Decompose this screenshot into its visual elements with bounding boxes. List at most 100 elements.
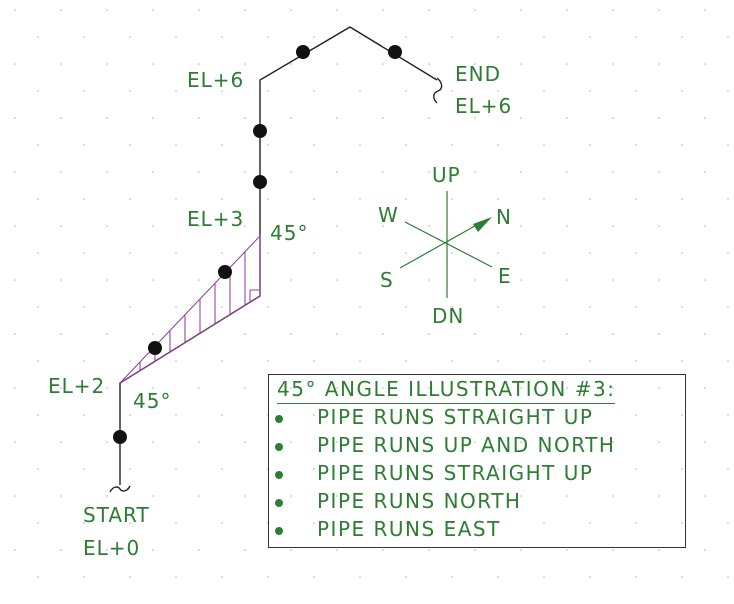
grid-dot	[244, 225, 246, 227]
grid-dot	[451, 522, 453, 524]
grid-dot	[474, 171, 476, 173]
grid-dot	[566, 549, 568, 551]
legend-item: PIPE RUNS STRAIGHT UP	[275, 403, 593, 431]
grid-dot	[566, 333, 568, 335]
grid-dot	[83, 468, 85, 470]
grid-dot	[520, 279, 522, 281]
legend-item: PIPE RUNS NORTH	[275, 487, 521, 515]
grid-dot	[405, 90, 407, 92]
grid-dot	[681, 576, 683, 578]
grid-dot	[14, 387, 16, 389]
grid-dot	[382, 333, 384, 335]
grid-dot	[658, 225, 660, 227]
grid-dot	[152, 495, 154, 497]
grid-dot	[428, 495, 430, 497]
grid-dot	[612, 333, 614, 335]
grid-dot	[175, 576, 177, 578]
grid-dot	[244, 9, 246, 11]
grid-dot	[267, 576, 269, 578]
grid-dot	[313, 90, 315, 92]
grid-dot	[428, 441, 430, 443]
grid-dot	[267, 90, 269, 92]
grid-dot	[612, 9, 614, 11]
grid-dot	[106, 279, 108, 281]
grid-dot	[336, 63, 338, 65]
grid-dot	[543, 468, 545, 470]
grid-dot	[543, 144, 545, 146]
grid-dot	[152, 171, 154, 173]
grid-dot	[451, 144, 453, 146]
grid-dot	[60, 225, 62, 227]
grid-dot	[451, 252, 453, 254]
grid-dot	[129, 468, 131, 470]
grid-dot	[60, 333, 62, 335]
grid-dot	[658, 495, 660, 497]
grid-dot	[727, 468, 729, 470]
grid-dot	[612, 441, 614, 443]
grid-dot	[589, 198, 591, 200]
label-el-plus-6: EL+6	[187, 68, 244, 92]
grid-dot	[106, 63, 108, 65]
grid-dot	[175, 468, 177, 470]
grid-dot	[106, 387, 108, 389]
label-angle-top: 45°	[270, 221, 308, 245]
grid-dot	[290, 441, 292, 443]
grid-dot	[221, 414, 223, 416]
grid-dot	[14, 117, 16, 119]
grid-dot	[175, 414, 177, 416]
grid-dot	[290, 9, 292, 11]
grid-dot	[83, 306, 85, 308]
grid-dot	[359, 36, 361, 38]
grid-dot	[313, 198, 315, 200]
grid-dot	[474, 495, 476, 497]
grid-dot	[497, 576, 499, 578]
legend-item-text: PIPE RUNS EAST	[317, 517, 501, 541]
grid-dot	[336, 117, 338, 119]
grid-dot	[382, 549, 384, 551]
grid-dot	[727, 252, 729, 254]
grid-dot	[152, 117, 154, 119]
grid-dot	[727, 90, 729, 92]
grid-dot	[543, 522, 545, 524]
label-el-plus-2: EL+2	[48, 374, 105, 398]
grid-dot	[359, 252, 361, 254]
grid-dot	[359, 414, 361, 416]
grid-dot	[405, 252, 407, 254]
grid-dot	[543, 576, 545, 578]
label-end: END	[455, 62, 501, 86]
grid-dot	[566, 225, 568, 227]
grid-dot	[290, 387, 292, 389]
weld-dot	[388, 45, 402, 59]
grid-dot	[359, 360, 361, 362]
grid-dot	[497, 144, 499, 146]
legend-item: PIPE RUNS EAST	[275, 515, 501, 543]
grid-dot	[198, 117, 200, 119]
grid-dot	[221, 252, 223, 254]
grid-dot	[451, 576, 453, 578]
grid-dot	[290, 549, 292, 551]
grid-dot	[152, 63, 154, 65]
grid-dot	[336, 171, 338, 173]
grid-dot	[83, 360, 85, 362]
grid-dot	[520, 225, 522, 227]
grid-dot	[681, 468, 683, 470]
grid-dot	[727, 144, 729, 146]
grid-dot	[704, 117, 706, 119]
grid-dot	[635, 36, 637, 38]
grid-dot	[612, 495, 614, 497]
grid-dot	[589, 306, 591, 308]
legend-box: 45° ANGLE ILLUSTRATION #3: PIPE RUNS STR…	[268, 374, 686, 548]
grid-dot	[152, 225, 154, 227]
grid-dot	[612, 387, 614, 389]
grid-dot	[612, 279, 614, 281]
weld-dot	[148, 341, 162, 355]
grid-dot	[405, 144, 407, 146]
grid-dot	[152, 333, 154, 335]
weld-dot	[253, 175, 267, 189]
grid-dot	[83, 144, 85, 146]
grid-dot	[290, 333, 292, 335]
grid-dot	[635, 252, 637, 254]
weld-dot	[296, 45, 310, 59]
grid-dot	[566, 495, 568, 497]
